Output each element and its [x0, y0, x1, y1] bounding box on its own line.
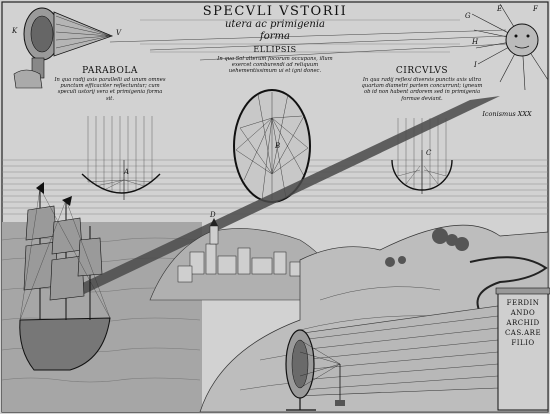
plaque-line: ANDO: [510, 309, 536, 317]
title-line-2: utera ac primigenia: [224, 19, 326, 30]
label-b: B: [275, 142, 281, 150]
dedication-plaque-frame: [497, 291, 549, 411]
label-v: V: [116, 29, 122, 37]
label-e: E: [497, 5, 503, 13]
parabola-heading: PARABOLA: [82, 66, 138, 76]
label-h: H: [472, 38, 479, 46]
ellipsis-heading: ELLIPSIS: [253, 45, 297, 54]
trees: [385, 228, 469, 267]
label-c: C: [426, 149, 432, 157]
dedication-plaque: FERDIN ANDO ARCHID CAS.ARE FILIO: [501, 298, 545, 348]
label-i: I: [474, 61, 477, 69]
plaque-line: ARCHID: [506, 319, 540, 327]
plaque-line: FILIO: [511, 339, 535, 347]
title-line-1: SPECVLI VSTORII: [202, 4, 348, 19]
plaque-line: FERDIN: [506, 299, 540, 307]
circulus-heading: CIRCVLVS: [395, 66, 449, 76]
parabola-caption: In qua radij axis parallelli ad unum omn…: [54, 77, 166, 102]
label-g: G: [465, 12, 471, 20]
circulus-caption: In qua radij reflexi diversis punctis ax…: [361, 77, 483, 102]
ellipsis-caption: In qua Sol alterum focorum occupans, ill…: [217, 56, 333, 75]
title-line-3: forma: [260, 31, 290, 42]
ellipse-diagram: [233, 89, 311, 203]
label-k: K: [12, 27, 18, 35]
plaque-line: CAS.ARE: [504, 329, 542, 337]
burning-ray: [72, 96, 500, 296]
parabolic-mirror-on-stand: [285, 305, 499, 411]
label-d: D: [210, 211, 216, 219]
label-a: A: [124, 168, 130, 176]
handheld-mirror-figure: [13, 7, 114, 89]
sailing-ship: [19, 182, 111, 371]
winding-river: [469, 256, 548, 313]
parabola-diagram: [81, 116, 161, 200]
sun-face: [471, 3, 549, 91]
label-f: F: [533, 5, 538, 13]
sun-ray-lines: [109, 29, 507, 61]
iconismus-number: Iconismus XXX: [482, 110, 532, 118]
sky-hatching: [2, 19, 548, 215]
